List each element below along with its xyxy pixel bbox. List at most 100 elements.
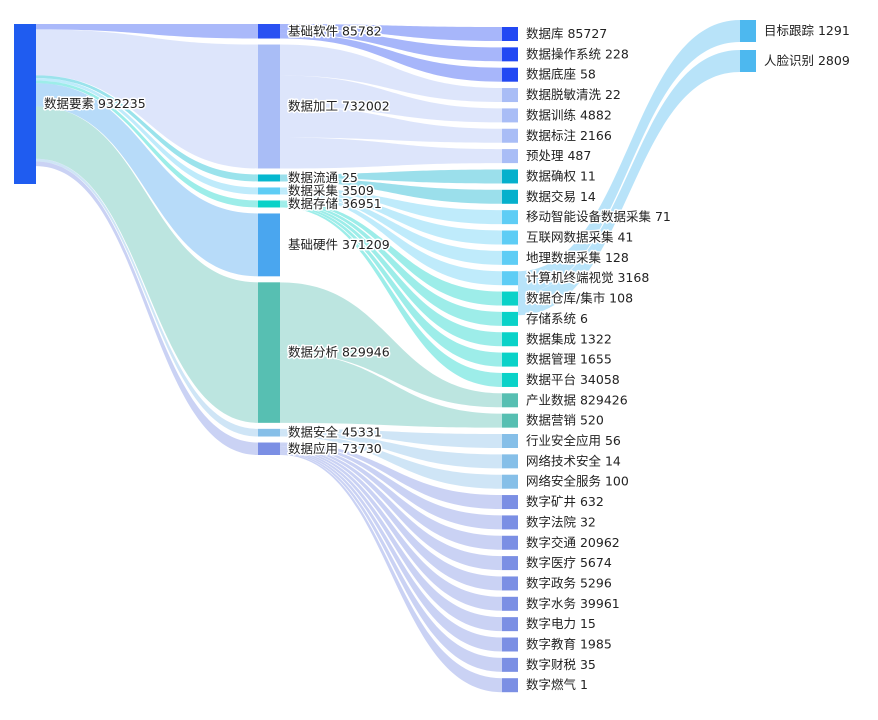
sankey-node[interactable] xyxy=(502,332,518,347)
sankey-link[interactable] xyxy=(280,446,502,571)
sankey-node[interactable] xyxy=(258,174,280,182)
sankey-node[interactable] xyxy=(502,413,518,428)
sankey-node[interactable] xyxy=(502,352,518,367)
sankey-node[interactable] xyxy=(258,282,280,423)
sankey-node[interactable] xyxy=(258,44,280,169)
sankey-link[interactable] xyxy=(280,206,502,387)
sankey-node[interactable] xyxy=(740,50,756,72)
sankey-node-label: 数字法院 32 xyxy=(526,514,596,529)
sankey-node[interactable] xyxy=(502,189,518,204)
sankey-node[interactable] xyxy=(502,149,518,164)
sankey-node[interactable] xyxy=(502,230,518,245)
sankey-node-label: 数据确权 11 xyxy=(526,168,596,183)
sankey-link[interactable] xyxy=(280,452,502,672)
sankey-link[interactable] xyxy=(36,75,258,182)
sankey-link[interactable] xyxy=(280,204,502,367)
sankey-node[interactable] xyxy=(502,576,518,591)
sankey-node-label: 数据采集 3509 xyxy=(288,183,374,198)
sankey-link[interactable] xyxy=(280,75,502,123)
sankey-node[interactable] xyxy=(502,495,518,510)
sankey-link[interactable] xyxy=(280,448,502,611)
sankey-node[interactable] xyxy=(502,596,518,611)
sankey-node-label: 数字教育 1985 xyxy=(526,637,612,652)
sankey-link[interactable] xyxy=(280,137,502,169)
sankey-link[interactable] xyxy=(280,431,502,469)
sankey-link[interactable] xyxy=(36,78,258,195)
sankey-node[interactable] xyxy=(502,454,518,469)
sankey-node[interactable] xyxy=(502,657,518,672)
sankey-node[interactable] xyxy=(740,20,756,42)
sankey-link[interactable] xyxy=(280,187,502,225)
sankey-node[interactable] xyxy=(502,393,518,408)
sankey-node[interactable] xyxy=(502,271,518,286)
sankey-node[interactable] xyxy=(502,88,518,103)
sankey-link[interactable] xyxy=(36,24,258,39)
sankey-link[interactable] xyxy=(36,83,258,277)
sankey-link[interactable] xyxy=(280,24,502,41)
sankey-node[interactable] xyxy=(502,210,518,225)
sankey-link[interactable] xyxy=(280,352,502,428)
sankey-link[interactable] xyxy=(280,192,502,286)
sankey-link[interactable] xyxy=(280,106,502,143)
sankey-link[interactable] xyxy=(280,44,502,103)
sankey-link[interactable] xyxy=(280,450,502,632)
sankey-link[interactable] xyxy=(36,80,258,208)
sankey-node[interactable] xyxy=(502,27,518,41)
sankey-link[interactable] xyxy=(280,445,502,550)
sankey-node[interactable] xyxy=(502,47,518,62)
sankey-node[interactable] xyxy=(502,250,518,265)
sankey-link[interactable] xyxy=(36,106,258,423)
sankey-node[interactable] xyxy=(502,678,518,693)
sankey-link[interactable] xyxy=(280,447,502,591)
sankey-link[interactable] xyxy=(280,428,502,448)
sankey-node[interactable] xyxy=(14,24,36,184)
sankey-link[interactable] xyxy=(280,442,502,510)
sankey-link[interactable] xyxy=(36,29,258,169)
sankey-link[interactable] xyxy=(518,50,740,316)
sankey-node-label: 数据操作系统 228 xyxy=(526,46,629,61)
sankey-node[interactable] xyxy=(502,169,518,184)
sankey-node[interactable] xyxy=(258,442,280,455)
sankey-link[interactable] xyxy=(280,33,502,82)
sankey-node-label: 数字电力 15 xyxy=(526,616,596,631)
sankey-link[interactable] xyxy=(518,20,740,294)
sankey-link[interactable] xyxy=(280,203,502,347)
sankey-node-label: 产业数据 829426 xyxy=(526,392,628,407)
sankey-node[interactable] xyxy=(502,108,518,123)
sankey-link[interactable] xyxy=(280,433,502,489)
sankey-node[interactable] xyxy=(258,428,280,437)
sankey-link[interactable] xyxy=(280,190,502,265)
sankey-node[interactable] xyxy=(502,617,518,632)
sankey-link[interactable] xyxy=(280,453,502,693)
sankey-node[interactable] xyxy=(258,200,280,208)
sankey-node-label: 数据流通 25 xyxy=(288,170,358,185)
sankey-node-label: 人脸识别 2809 xyxy=(764,53,850,68)
sankey-node[interactable] xyxy=(258,187,280,195)
sankey-node-label: 网络技术安全 14 xyxy=(526,453,621,468)
sankey-node[interactable] xyxy=(502,535,518,550)
sankey-link[interactable] xyxy=(36,158,258,437)
sankey-link[interactable] xyxy=(280,443,502,530)
sankey-link[interactable] xyxy=(280,169,502,184)
sankey-node[interactable] xyxy=(502,372,518,387)
sankey-link[interactable] xyxy=(280,189,502,245)
sankey-node[interactable] xyxy=(502,474,518,489)
sankey-links xyxy=(36,20,740,693)
sankey-node[interactable] xyxy=(502,637,518,652)
sankey-node[interactable] xyxy=(502,128,518,143)
sankey-node[interactable] xyxy=(502,67,518,82)
sankey-node[interactable] xyxy=(258,213,280,277)
sankey-link[interactable] xyxy=(280,177,502,204)
sankey-link[interactable] xyxy=(280,201,502,326)
sankey-node[interactable] xyxy=(502,434,518,448)
sankey-node[interactable] xyxy=(502,556,518,571)
sankey-link[interactable] xyxy=(280,282,502,408)
sankey-node[interactable] xyxy=(502,311,518,326)
sankey-link[interactable] xyxy=(280,200,502,306)
sankey-node[interactable] xyxy=(502,515,518,530)
sankey-link[interactable] xyxy=(36,161,258,455)
sankey-node[interactable] xyxy=(502,291,518,306)
sankey-link[interactable] xyxy=(280,451,502,652)
sankey-link[interactable] xyxy=(280,28,502,62)
sankey-node[interactable] xyxy=(258,24,280,39)
